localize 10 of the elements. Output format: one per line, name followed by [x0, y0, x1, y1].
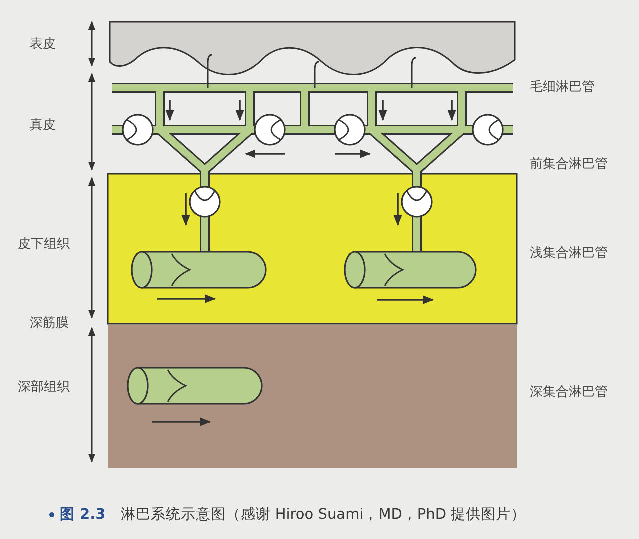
vessel-label: 毛细淋巴管 — [530, 80, 595, 96]
layer-label: 深部组织 — [18, 380, 70, 396]
layer-label: 真皮 — [30, 118, 56, 134]
vessel-label: 前集合淋巴管 — [530, 157, 608, 173]
vessel-label: 浅集合淋巴管 — [530, 246, 608, 262]
layer-label: 皮下组织 — [18, 237, 70, 253]
layer-label: 深筋膜 — [30, 316, 69, 332]
vessel-label: 深集合淋巴管 — [530, 385, 608, 401]
figure-caption: 图 2.3 淋巴系统示意图（感谢 Hiroo Suami，MD，PhD 提供图片） — [60, 506, 526, 524]
layer-label: 表皮 — [30, 37, 56, 53]
